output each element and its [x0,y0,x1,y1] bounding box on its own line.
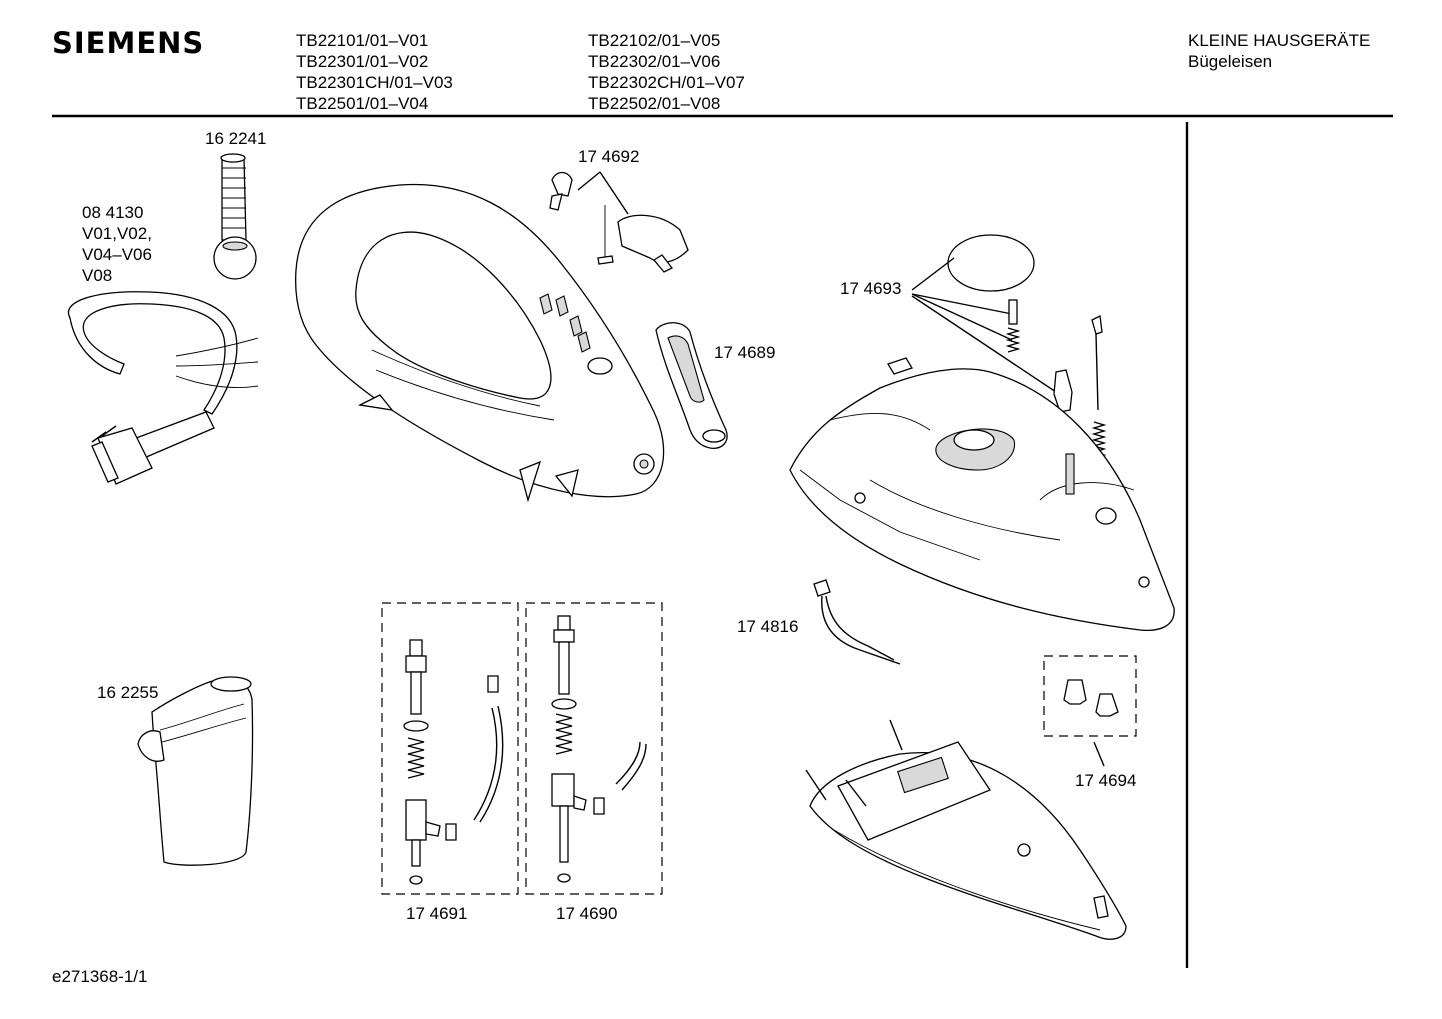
part-label: 17 4692 [578,147,640,166]
variant-label: V04–V06 [82,245,152,264]
iron-base-housing-part [789,357,1175,632]
model-number: TB22502/01–V08 [588,94,721,113]
part-label: 17 4816 [737,617,799,636]
valve-set-a-part [381,602,519,895]
variant-label: V08 [82,266,113,285]
model-list-2: TB22102/01–V05 TB22302/01–V06 TB22302CH/… [588,30,745,114]
filler-funnel-part [213,153,257,280]
model-number: TB22301CH/01–V03 [296,73,453,92]
model-number: TB22302CH/01–V07 [588,73,745,92]
part-label: 17 4691 [406,904,468,923]
model-number: TB22301/01–V02 [296,52,429,71]
model-number: TB22102/01–V05 [588,31,721,50]
category-title: KLEINE HAUSGERÄTE [1188,31,1371,50]
lever-set-part [549,171,689,273]
part-label: 17 4694 [1075,771,1137,790]
model-number: TB22302/01–V06 [588,52,721,71]
wire-part [813,579,901,665]
power-cord-part [67,291,259,485]
category-block: KLEINE HAUSGERÄTE Bügeleisen [1188,30,1370,72]
model-list-1: TB22101/01–V01 TB22301/01–V02 TB22301CH/… [296,30,453,114]
water-jug-part [137,676,254,866]
brand-logo: SIEMENS [52,26,205,60]
soleplate-part [805,719,1127,940]
part-label: 17 4689 [714,343,776,362]
valve-set-b-part [525,602,663,895]
part-label-cord: 08 4130 V01,V02, V04–V06 V08 [82,202,152,286]
part-label: 16 2241 [205,129,267,148]
variant-label: V01,V02, [82,224,152,243]
model-number: TB22101/01–V01 [296,31,429,50]
part-label: 17 4693 [840,279,902,298]
knob-set-part [1043,655,1137,767]
part-label: 08 4130 [82,203,144,222]
product-name: Bügeleisen [1188,52,1273,71]
model-number: TB22501/01–V04 [296,94,429,113]
cap-and-pins-part [911,234,1107,459]
document-id: e271368-1/1 [52,967,148,986]
iron-housing-part [294,183,665,503]
part-label: 17 4690 [556,904,618,923]
slider-cover-part [655,322,728,449]
part-label: 16 2255 [97,683,159,702]
